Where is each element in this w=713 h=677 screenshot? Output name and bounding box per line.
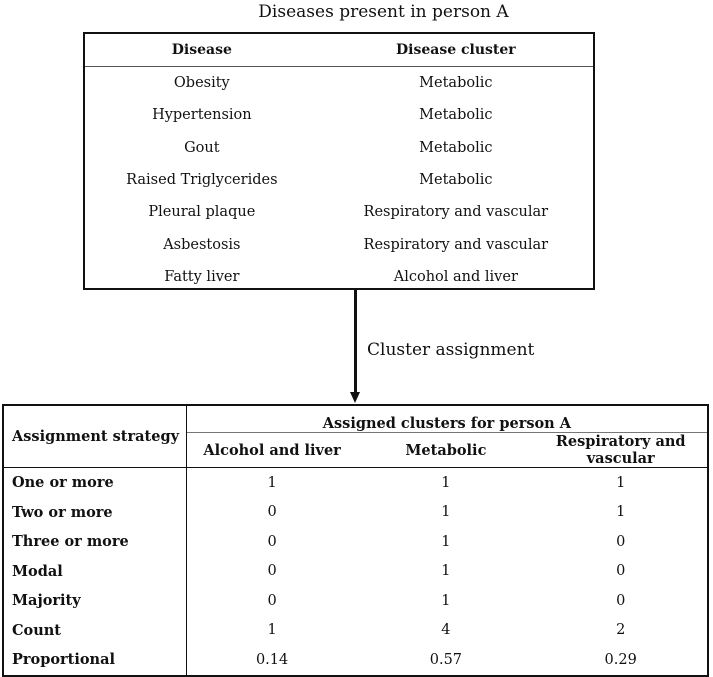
header-respiratory-and-vascular: Respiratory and vascular	[534, 432, 708, 468]
disease-cluster: Metabolic	[419, 75, 493, 92]
header-disease: Disease	[171, 42, 232, 58]
assignment-table: Assignment strategy Assigned clusters fo…	[2, 404, 709, 677]
table-row: Pleural plaque Respiratory and vascular	[85, 196, 593, 228]
disease-name: Gout	[184, 139, 220, 156]
disease-table-header: Disease Disease cluster	[85, 34, 593, 67]
strategy-name: Two or more	[3, 497, 187, 527]
table-row: One or more 1 1 1	[3, 467, 708, 498]
cell-respiratory-and-vascular: 1	[616, 504, 626, 521]
header-disease-cluster: Disease cluster	[396, 42, 516, 58]
table-row: Majority 0 1 0	[3, 586, 708, 616]
cell-metabolic: 1	[441, 592, 451, 609]
diagram-title-text: Diseases present in person A	[258, 2, 509, 22]
disease-name: Hypertension	[152, 107, 252, 124]
cell-respiratory-and-vascular: 0.29	[604, 651, 637, 668]
cell-respiratory-and-vascular: 1	[616, 474, 626, 491]
disease-cluster: Respiratory and vascular	[363, 204, 549, 221]
strategy-name: One or more	[3, 467, 187, 498]
disease-name: Obesity	[173, 75, 230, 92]
table-row: Obesity Metabolic	[85, 67, 593, 99]
strategy-name: Modal	[3, 556, 187, 586]
cell-alcohol-and-liver: 0.14	[255, 651, 289, 668]
header-alcohol-and-liver: Alcohol and liver	[186, 432, 358, 468]
strategy-name: Count	[3, 615, 187, 645]
cell-respiratory-and-vascular: 0	[616, 592, 626, 609]
table-row: Three or more 0 1 0	[3, 527, 708, 557]
disease-name: Fatty liver	[164, 268, 240, 285]
arrow-label: Cluster assignment	[367, 340, 535, 360]
disease-table: Disease Disease cluster Obesity Metaboli…	[83, 32, 595, 290]
disease-cluster: Metabolic	[419, 139, 493, 156]
cell-alcohol-and-liver: 0	[267, 504, 277, 521]
cell-metabolic: 4	[441, 622, 451, 639]
table-row: Proportional 0.14 0.57 0.29	[3, 645, 708, 676]
cell-respiratory-and-vascular: 0	[616, 563, 626, 580]
header-assignment-strategy: Assignment strategy	[3, 405, 187, 468]
table-row: Fatty liver Alcohol and liver	[85, 261, 593, 293]
table-row: Two or more 0 1 1	[3, 497, 708, 527]
disease-cluster: Respiratory and vascular	[363, 236, 549, 253]
table-row: Modal 0 1 0	[3, 556, 708, 586]
cell-respiratory-and-vascular: 0	[616, 533, 626, 550]
strategy-name: Majority	[3, 586, 187, 616]
disease-name: Asbestosis	[163, 236, 241, 253]
cell-metabolic: 1	[441, 563, 451, 580]
table-row: Gout Metabolic	[85, 132, 593, 164]
table-row: Hypertension Metabolic	[85, 99, 593, 131]
disease-cluster: Metabolic	[419, 172, 493, 189]
cell-metabolic: 0.57	[429, 651, 463, 668]
cell-alcohol-and-liver: 1	[267, 474, 277, 491]
cell-alcohol-and-liver: 0	[267, 533, 277, 550]
cell-respiratory-and-vascular: 2	[616, 622, 626, 639]
cell-alcohol-and-liver: 0	[267, 563, 277, 580]
arrow-shaft	[354, 290, 357, 394]
cell-metabolic: 1	[441, 504, 451, 521]
table-row: Asbestosis Respiratory and vascular	[85, 228, 593, 260]
cell-alcohol-and-liver: 0	[267, 592, 277, 609]
arrow-down-icon	[350, 392, 360, 403]
cell-metabolic: 1	[441, 533, 451, 550]
cell-metabolic: 1	[441, 474, 451, 491]
strategy-name: Three or more	[3, 527, 187, 557]
table-row: Raised Triglycerides Metabolic	[85, 164, 593, 196]
header-assigned-clusters: Assigned clusters for person A	[186, 405, 708, 433]
cell-alcohol-and-liver: 1	[267, 622, 277, 639]
header-metabolic: Metabolic	[357, 432, 535, 468]
table-row: Count 1 4 2	[3, 615, 708, 645]
disease-name: Raised Triglycerides	[126, 172, 278, 189]
disease-cluster: Metabolic	[419, 107, 493, 124]
strategy-name: Proportional	[3, 645, 187, 676]
disease-cluster: Alcohol and liver	[393, 268, 518, 285]
disease-name: Pleural plaque	[148, 204, 256, 221]
diagram-title: Diseases present in person A	[0, 2, 713, 22]
